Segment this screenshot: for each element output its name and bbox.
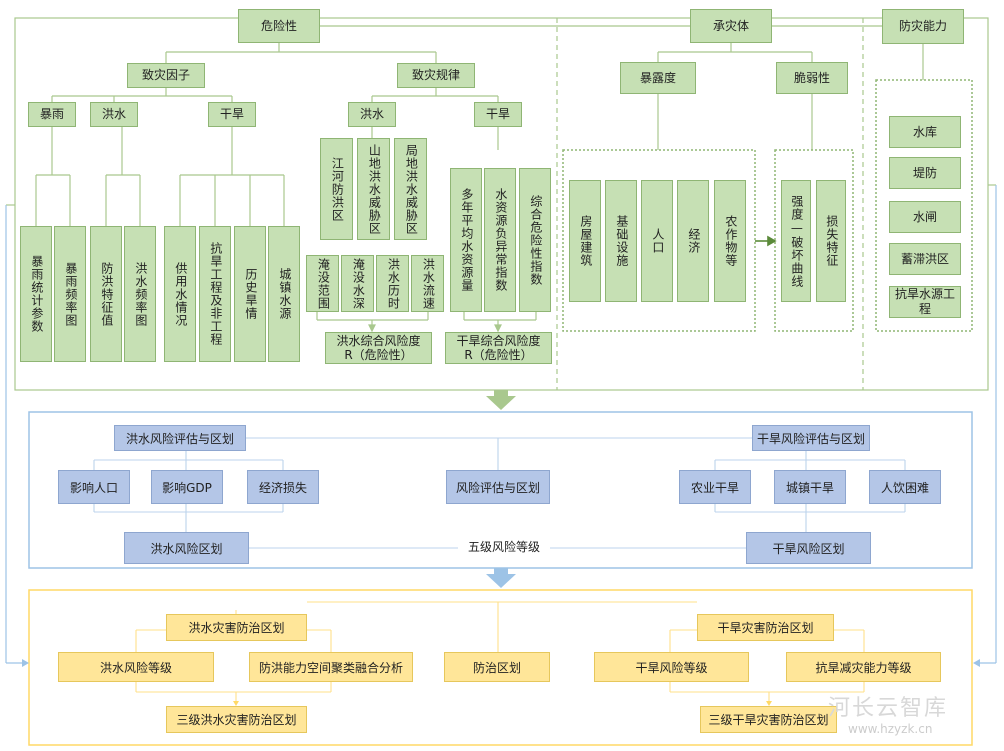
exposure-item: 基础设施 [605,180,637,302]
drought-assessment-title: 干旱风险评估与区划 [752,425,870,451]
drought-factor-item: 历史旱情 [234,226,266,362]
drought-law-item: 水资源负异常指数 [484,168,516,312]
flood-indicator: 淹没水深 [341,255,374,312]
exposure-item: 农作物等 [714,180,746,302]
flood-zoning: 洪水风险区划 [124,532,249,564]
factor-flood: 洪水 [90,102,138,127]
flood-assessment-title: 洪水风险评估与区划 [114,425,246,451]
drought-prevention-item: 抗旱减灾能力等级 [786,652,941,682]
five-level-label: 五级风险等级 [467,540,540,555]
factor-title: 致灾因子 [127,63,205,88]
drought-law-item: 多年平均水资源量 [450,168,482,312]
drought-assessment-item: 人饮困难 [869,470,941,504]
capacity-item: 堤防 [889,157,961,189]
flood-prevention-item: 洪水风险等级 [58,652,214,682]
flood-indicator: 洪水流速 [411,255,444,312]
flood-prevention-result: 三级洪水灾害防治区划 [166,706,307,733]
flood-zone: 山地洪水威胁区 [357,138,390,240]
drought-prevention-title: 干旱灾害防治区划 [697,614,834,641]
exposure-item: 房屋建筑 [569,180,601,302]
exposure-item: 经济 [677,180,709,302]
exposure-item: 人口 [641,180,673,302]
capacity-item: 水库 [889,116,961,148]
drought-prevention-result: 三级干旱灾害防治区划 [700,706,837,733]
flood-factor-item: 洪水频率图 [124,226,156,362]
hazard-title: 危险性 [238,9,320,43]
capacity-item: 水闸 [889,201,961,233]
drought-factor-item: 供用水情况 [164,226,196,362]
flood-zone: 局地洪水威胁区 [394,138,427,240]
drought-zoning: 干旱风险区划 [746,532,871,564]
flood-composite: 洪水综合风险度 R（危险性） [325,332,432,364]
vulnerability-item: 损失特征 [816,180,846,302]
drought-prevention-item: 干旱风险等级 [594,652,749,682]
flood-zone: 江河防洪区 [320,138,353,240]
drought-factor-item: 城镇水源 [268,226,300,362]
flood-assessment-item: 经济损失 [247,470,319,504]
drought-factor-item: 抗旱工程及非工程 [199,226,231,362]
flood-factor-item: 防洪特征值 [90,226,122,362]
factor-rain: 暴雨 [28,102,76,127]
capacity-title: 防灾能力 [882,9,964,44]
flood-indicator: 淹没范围 [306,255,339,312]
flood-prevention-title: 洪水灾害防治区划 [166,614,307,641]
prevention-center: 防治区划 [444,652,550,682]
law-title: 致灾规律 [397,63,475,88]
capacity-item: 抗旱水源工程 [889,286,961,318]
rain-item: 暴雨统计参数 [20,226,52,362]
drought-assessment-item: 农业干旱 [679,470,751,504]
watermark-name: 河长云智库 [828,696,949,721]
watermark-url: www.hzyzk.cn [848,722,933,736]
bearer-title: 承灾体 [690,9,772,43]
factor-drought: 干旱 [208,102,256,127]
vulnerability-item: 强度—破坏曲线 [781,180,811,302]
rain-item: 暴雨频率图 [54,226,86,362]
vulnerability-title: 脆弱性 [776,62,848,94]
flood-assessment-item: 影响GDP [151,470,223,504]
exposure-title: 暴露度 [620,62,696,94]
risk-assessment-center: 风险评估与区划 [446,470,550,504]
drought-assessment-item: 城镇干旱 [774,470,846,504]
drought-composite: 干旱综合风险度 R（危险性） [445,332,552,364]
law-flood: 洪水 [348,102,396,127]
flood-prevention-item: 防洪能力空间聚类融合分析 [249,652,413,682]
flood-indicator: 洪水历时 [376,255,409,312]
law-drought: 干旱 [474,102,522,127]
capacity-item: 蓄滞洪区 [889,243,961,275]
flood-assessment-item: 影响人口 [58,470,130,504]
drought-law-item: 综合危险性指数 [519,168,551,312]
